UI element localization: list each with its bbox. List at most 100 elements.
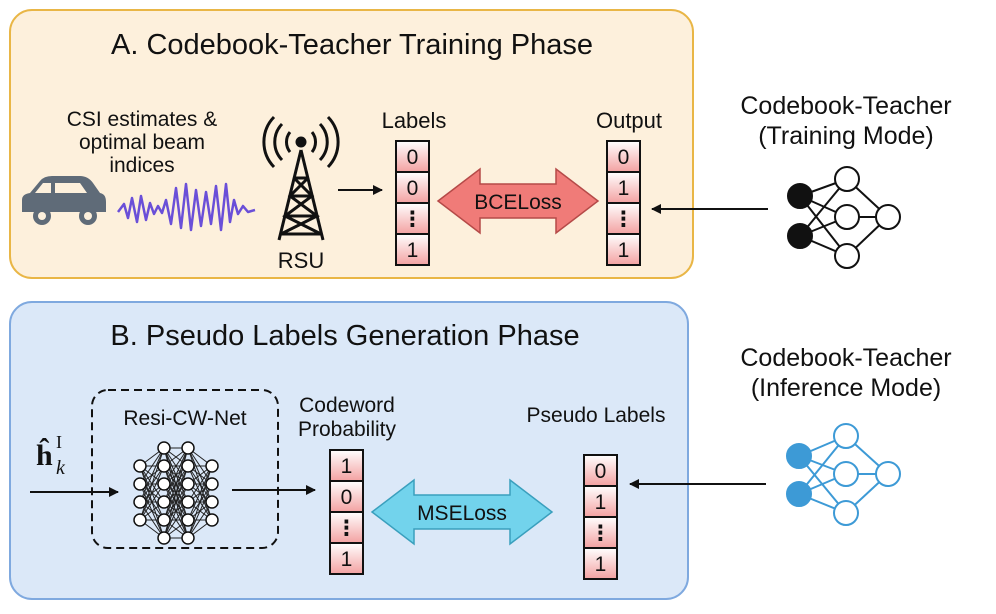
pseudo-labels-cell-value: 0 [595, 460, 607, 483]
resi-cw-net-box [91, 389, 279, 549]
car-icon [22, 176, 106, 225]
output-vector: 0 1 ⋮ 1 [606, 140, 641, 266]
network-node [157, 531, 171, 545]
bce-loss-label: BCELoss [474, 191, 562, 214]
network-node [181, 531, 195, 545]
codeword-title-line-2: Probability [298, 418, 397, 441]
codeword-vector: 1 0 ⋮ 1 [329, 449, 364, 575]
output-title: Output [596, 108, 662, 133]
neural-network-blue-icon [786, 423, 901, 526]
deep-network-icon [133, 441, 219, 545]
network-edge [163, 483, 189, 539]
labels-cell [395, 233, 430, 266]
network-node [181, 459, 195, 473]
labels-cell-value: ⋮ [402, 208, 423, 231]
output-cell-value: 1 [618, 239, 630, 262]
codeword-cell-value: 1 [341, 455, 353, 478]
network-node [181, 513, 195, 527]
output-cell-value: 0 [618, 146, 630, 169]
labels-title: Labels [382, 108, 447, 133]
network-node [133, 459, 147, 473]
input-symbol-sup: I [56, 432, 62, 452]
network-edge [139, 447, 165, 521]
mse-loss-arrow [370, 478, 554, 546]
pseudo-labels-vector: 0 1 ⋮ 1 [583, 454, 618, 580]
network-edge [163, 465, 189, 539]
pseudo-labels-title: Pseudo Labels [527, 404, 666, 427]
network-node [157, 513, 171, 527]
network-node [205, 513, 219, 527]
teacher-inference-mode: (Inference Mode) [751, 374, 941, 402]
signal-wave-icon [117, 182, 256, 232]
network-edge [163, 447, 189, 521]
labels-vector: 0 0 ⋮ 1 [395, 140, 430, 266]
network-node [157, 441, 171, 455]
labels-cell-value: 1 [407, 239, 419, 262]
pseudo-labels-cell-value: 1 [595, 491, 607, 514]
network-node [157, 495, 171, 509]
codeword-cell [329, 511, 364, 544]
network-edge [163, 501, 189, 539]
network-node [181, 477, 195, 491]
output-cell [606, 202, 641, 235]
pseudo-labels-cell [583, 454, 618, 487]
pseudo-labels-cell-value: ⋮ [590, 522, 611, 545]
network-edge [187, 501, 213, 539]
input-symbol: ĥ I k [36, 432, 66, 479]
network-node [133, 477, 147, 491]
codeword-title-line-1: Codeword [299, 394, 395, 417]
teacher-training-title: Codebook-Teacher [740, 92, 951, 120]
network-edge [139, 483, 165, 521]
network-node [181, 495, 195, 509]
input-symbol-main: ĥ [36, 438, 53, 472]
panel-a-title: A. Codebook-Teacher Training Phase [111, 29, 593, 61]
codeword-cell-value: 0 [341, 486, 353, 509]
teacher-training-mode: (Training Mode) [758, 122, 934, 150]
network-edge [163, 447, 189, 485]
resi-cw-net-label: Resi-CW-Net [123, 407, 246, 430]
network-node [181, 441, 195, 455]
network-edge [187, 465, 213, 521]
network-edge [163, 447, 189, 503]
network-node [133, 513, 147, 527]
output-cell-value: ⋮ [613, 208, 634, 231]
codeword-cell [329, 480, 364, 513]
network-node [157, 477, 171, 491]
output-cell [606, 171, 641, 204]
labels-cell-value: 0 [407, 177, 419, 200]
panel-b: B. Pseudo Labels Generation Phase ĥ I k … [9, 301, 689, 600]
csi-text-line-1: CSI estimates & [67, 108, 218, 131]
bce-loss-arrow [436, 167, 600, 235]
pseudo-labels-cell-value: 1 [595, 553, 607, 576]
codeword-cell [329, 542, 364, 575]
network-edge [139, 447, 165, 485]
rsu-label: RSU [278, 248, 324, 273]
network-edge [139, 465, 165, 521]
labels-cell-value: 0 [407, 146, 419, 169]
network-edge [187, 465, 213, 539]
rsu-tower-icon [262, 115, 340, 241]
network-node [205, 477, 219, 491]
output-cell [606, 233, 641, 266]
network-edge [139, 447, 165, 503]
network-node [205, 495, 219, 509]
mse-loss-label: MSELoss [417, 502, 507, 525]
csi-text-line-2: optimal beam [79, 131, 205, 154]
network-node [133, 495, 147, 509]
network-edge [187, 483, 213, 539]
pseudo-labels-cell [583, 516, 618, 549]
labels-cell [395, 202, 430, 235]
neural-network-icon [787, 166, 901, 269]
output-cell-value: 1 [618, 177, 630, 200]
panel-a: A. Codebook-Teacher Training Phase CSI e… [9, 9, 694, 279]
network-node [157, 459, 171, 473]
codeword-cell [329, 449, 364, 482]
codeword-cell-value: ⋮ [336, 517, 357, 540]
panel-b-title: B. Pseudo Labels Generation Phase [110, 320, 579, 352]
csi-text-line-3: indices [109, 154, 174, 177]
codeword-cell-value: 1 [341, 548, 353, 571]
network-node [205, 459, 219, 473]
pseudo-labels-cell [583, 547, 618, 580]
teacher-inference-title: Codebook-Teacher [740, 344, 951, 372]
